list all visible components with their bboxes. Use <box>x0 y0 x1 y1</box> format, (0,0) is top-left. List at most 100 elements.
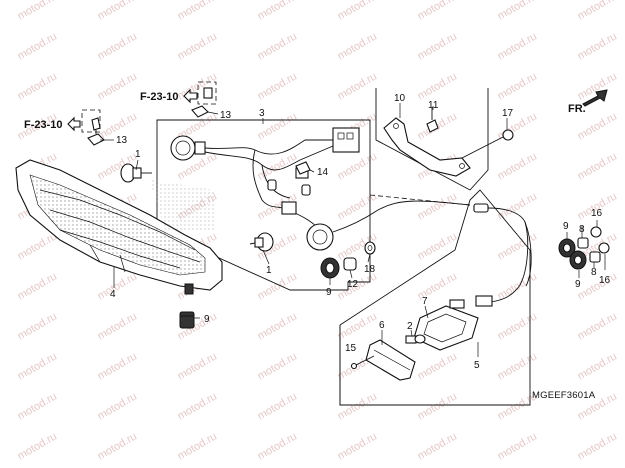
watermark-text: motod.ru <box>96 270 140 302</box>
watermark-text: motod.ru <box>416 390 460 422</box>
callout-numbers: 1 1 2 3 4 5 6 7 8 8 9 9 9 9 10 11 12 13 … <box>110 93 611 371</box>
callout-9-right-top: 9 <box>563 221 569 232</box>
callout-2: 2 <box>407 321 413 332</box>
callout-5: 5 <box>474 360 480 371</box>
callout-16-bottom: 16 <box>599 275 611 286</box>
tail-light-housing <box>15 159 223 295</box>
reference-labels: F-23-10 F-23-10 <box>24 91 179 131</box>
watermark-text: motod.ru <box>416 70 460 102</box>
watermark-text: motod.ru <box>96 350 140 382</box>
callout-9-grommet: 9 <box>326 287 332 298</box>
callout-15: 15 <box>345 343 357 354</box>
reference-label-left: F-23-10 <box>24 119 63 131</box>
ref-arrow-top <box>183 81 217 105</box>
front-label: FR. <box>568 103 586 115</box>
watermark-text: motod.ru <box>576 430 620 462</box>
watermark-text: motod.ru <box>576 270 620 302</box>
bulb-2 <box>405 334 426 344</box>
watermark-text: motod.ru <box>496 70 540 102</box>
assembly-frames <box>156 88 531 406</box>
watermark-text: motod.ru <box>16 230 60 262</box>
watermark-text: motod.ru <box>256 0 300 23</box>
watermark-text: motod.ru <box>496 30 540 62</box>
diagram-code: MGEEF3601A <box>532 390 596 401</box>
watermark-text: motod.ru <box>256 30 300 62</box>
grommet-collar-washer <box>320 241 376 279</box>
watermark-text: motod.ru <box>576 310 620 342</box>
callout-1-top: 1 <box>135 149 141 160</box>
screw-15 <box>350 355 375 370</box>
watermark-text: motod.ru <box>256 270 300 302</box>
watermark-text: motod.ru <box>336 70 380 102</box>
watermark-text: motod.ru <box>256 390 300 422</box>
watermark-text: motod.ru <box>16 350 60 382</box>
watermark-text: motod.ru <box>416 0 460 23</box>
bulb-1-bottom <box>249 232 274 252</box>
watermark-text: motod.ru <box>496 150 540 182</box>
watermark-text: motod.ru <box>416 350 460 382</box>
right-fasteners <box>558 226 610 270</box>
callout-13-left: 13 <box>116 135 128 146</box>
watermark-text: motod.ru <box>16 430 60 462</box>
callout-3: 3 <box>259 108 265 119</box>
watermark-text: motod.ru <box>576 30 620 62</box>
watermark-text: motod.ru <box>416 30 460 62</box>
watermark-text: motod.ru <box>96 310 140 342</box>
watermark-text: motod.ru <box>496 190 540 222</box>
callout-16-top: 16 <box>591 208 603 219</box>
clip-13-top <box>191 87 213 118</box>
watermark-text: motod.ru <box>496 310 540 342</box>
front-arrow-icon <box>582 89 608 107</box>
callout-11: 11 <box>428 100 439 111</box>
watermark-text: motod.ru <box>336 430 380 462</box>
watermark-text: motod.ru <box>176 390 220 422</box>
callout-18: 18 <box>364 264 376 275</box>
watermark-text: motod.ru <box>336 30 380 62</box>
watermark-text: motod.ru <box>576 110 620 142</box>
watermark-text: motod.ru <box>96 390 140 422</box>
callout-10: 10 <box>394 93 406 104</box>
reference-label-top: F-23-10 <box>140 91 179 103</box>
watermark-text: motod.ru <box>496 270 540 302</box>
watermark-text: motod.ru <box>256 350 300 382</box>
watermark-text: motod.ru <box>16 270 60 302</box>
callout-8-bottom: 8 <box>591 267 597 278</box>
watermark-text: motod.ru <box>96 0 140 23</box>
watermark-text: motod.ru <box>496 0 540 23</box>
bracket-assembly <box>383 108 514 177</box>
callout-12: 12 <box>347 279 359 290</box>
watermark-text: motod.ru <box>96 70 140 102</box>
watermark-text: motod.ru <box>416 230 460 262</box>
callout-14: 14 <box>317 167 329 178</box>
watermark-text: motod.ru <box>336 150 380 182</box>
callout-4: 4 <box>110 289 116 300</box>
license-light-cable <box>473 203 532 307</box>
watermark-text: motod.ru <box>496 430 540 462</box>
watermark-text: motod.ru <box>256 70 300 102</box>
license-light-lens <box>365 339 416 381</box>
watermark-text: motod.ru <box>496 350 540 382</box>
watermark-text: motod.ru <box>336 0 380 23</box>
ref-arrow-left <box>67 109 101 133</box>
callout-13-top: 13 <box>220 110 232 121</box>
clip-13-left <box>87 117 105 146</box>
license-light-housing <box>413 299 479 351</box>
watermark-text: motod.ru <box>576 0 620 23</box>
watermark-text: motod.ru <box>16 390 60 422</box>
watermark-text: motod.ru <box>256 430 300 462</box>
wire-harness <box>170 127 471 251</box>
watermark-text: motod.ru <box>16 70 60 102</box>
callout-8-top: 8 <box>579 224 585 235</box>
watermark-text: motod.ru <box>96 30 140 62</box>
bulb-1-top <box>120 163 152 183</box>
watermark-text: motod.ru <box>336 310 380 342</box>
watermark-text: motod.ru <box>416 430 460 462</box>
watermark-text: motod.ru <box>176 0 220 23</box>
watermark-text: motod.ru <box>576 150 620 182</box>
callout-6: 6 <box>379 320 385 331</box>
watermark-text: motod.ru <box>336 390 380 422</box>
watermark-text: motod.ru <box>176 350 220 382</box>
watermark-text: motod.ru <box>416 190 460 222</box>
callout-9-housing: 9 <box>204 314 210 325</box>
callout-1-bottom: 1 <box>266 265 272 276</box>
